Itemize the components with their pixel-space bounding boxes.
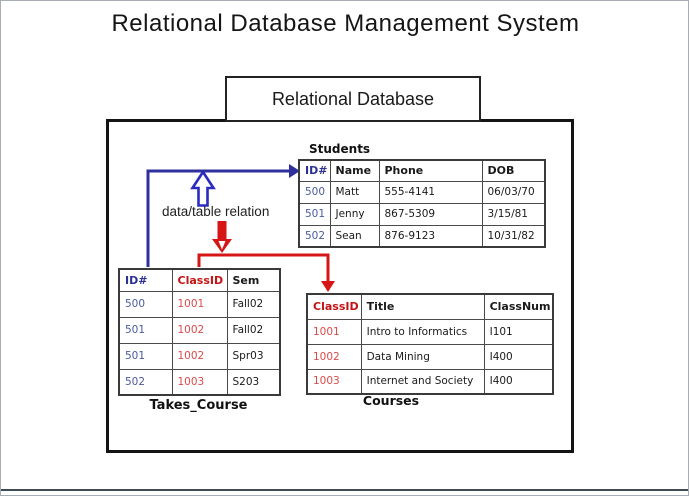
takes-course-header-row: ID# ClassID Sem — [118, 268, 281, 292]
table-row: 1002 Data Mining I400 — [306, 343, 554, 370]
students-table-title: Students — [309, 142, 371, 156]
table-cell: 06/03/70 — [481, 180, 546, 204]
red-down-arrow-shaft — [217, 221, 227, 240]
students-header-row: ID# Name Phone DOB — [298, 159, 546, 182]
table-row: 501 1002 Fall02 — [118, 316, 281, 344]
courses-header-classid: ClassID — [306, 293, 362, 320]
students-header-id: ID# — [298, 159, 331, 182]
table-row: 500 1001 Fall02 — [118, 290, 281, 318]
red-arrowhead-icon — [321, 281, 335, 292]
table-cell: 1003 — [306, 368, 362, 395]
table-cell: 1002 — [306, 343, 362, 370]
page-title: Relational Database Management System — [111, 10, 580, 37]
table-row: 501 1002 Spr03 — [118, 342, 281, 370]
students-table: ID# Name Phone DOB 500 Matt 555-4141 06/… — [298, 159, 546, 248]
courses-table: ClassID Title ClassNum 1001 Intro to Inf… — [306, 293, 555, 395]
takes-course-header-id: ID# — [118, 268, 173, 292]
table-cell: 10/31/82 — [481, 224, 546, 248]
table-cell: 1002 — [171, 316, 228, 344]
students-header-name: Name — [329, 159, 380, 182]
table-row: 502 Sean 876-9123 10/31/82 — [298, 224, 546, 248]
table-cell: 502 — [118, 368, 173, 396]
students-header-dob: DOB — [481, 159, 546, 182]
table-cell: 876-9123 — [378, 224, 483, 248]
table-cell: I400 — [483, 343, 554, 370]
table-cell: Spr03 — [226, 342, 281, 370]
table-cell: 502 — [298, 224, 331, 248]
table-cell: 501 — [118, 342, 173, 370]
table-cell: 501 — [298, 202, 331, 226]
table-cell: 1001 — [171, 290, 228, 318]
blue-up-arrow-icon — [190, 169, 216, 207]
table-cell: Internet and Society — [360, 368, 485, 395]
table-cell: Intro to Informatics — [360, 318, 485, 345]
table-cell: Sean — [329, 224, 380, 248]
table-cell: Matt — [329, 180, 380, 204]
table-cell: 500 — [118, 290, 173, 318]
table-cell: I101 — [483, 318, 554, 345]
blue-relation-line — [146, 169, 290, 267]
courses-header-row: ClassID Title ClassNum — [306, 293, 554, 320]
takes-course-header-classid: ClassID — [171, 268, 228, 292]
red-relation-line — [197, 253, 330, 282]
table-cell: 500 — [298, 180, 331, 204]
table-row: 1003 Internet and Society I400 — [306, 368, 554, 395]
table-cell: Fall02 — [226, 290, 281, 318]
table-cell: 555-4141 — [378, 180, 483, 204]
table-cell: 867-5309 — [378, 202, 483, 226]
table-cell: S203 — [226, 368, 281, 396]
relational-database-box: Relational Database — [225, 76, 481, 122]
relational-database-label: Relational Database — [271, 88, 435, 109]
red-arrow-notch — [218, 241, 226, 250]
table-cell: 1002 — [171, 342, 228, 370]
table-cell: 1001 — [306, 318, 362, 345]
takes-course-header-sem: Sem — [226, 268, 281, 292]
courses-header-title: Title — [360, 293, 485, 320]
table-cell: I400 — [483, 368, 554, 395]
table-row: 1001 Intro to Informatics I101 — [306, 318, 554, 345]
blue-arrowhead-icon — [289, 164, 300, 178]
students-header-phone: Phone — [378, 159, 483, 182]
relation-annotation: data/table relation — [162, 204, 270, 219]
table-cell: 3/15/81 — [481, 202, 546, 226]
table-cell: Fall02 — [226, 316, 281, 344]
courses-header-classnum: ClassNum — [483, 293, 554, 320]
takes-course-table-title: Takes_Course — [149, 398, 248, 413]
takes-course-table: ID# ClassID Sem 500 1001 Fall02 501 1002… — [118, 268, 281, 396]
table-cell: 1003 — [171, 368, 228, 396]
table-cell: 501 — [118, 316, 173, 344]
table-row: 501 Jenny 867-5309 3/15/81 — [298, 202, 546, 226]
table-row: 500 Matt 555-4141 06/03/70 — [298, 180, 546, 204]
bottom-divider — [1, 489, 688, 491]
courses-table-title: Courses — [362, 393, 420, 408]
table-cell: Jenny — [329, 202, 380, 226]
table-cell: Data Mining — [360, 343, 485, 370]
table-row: 502 1003 S203 — [118, 368, 281, 396]
